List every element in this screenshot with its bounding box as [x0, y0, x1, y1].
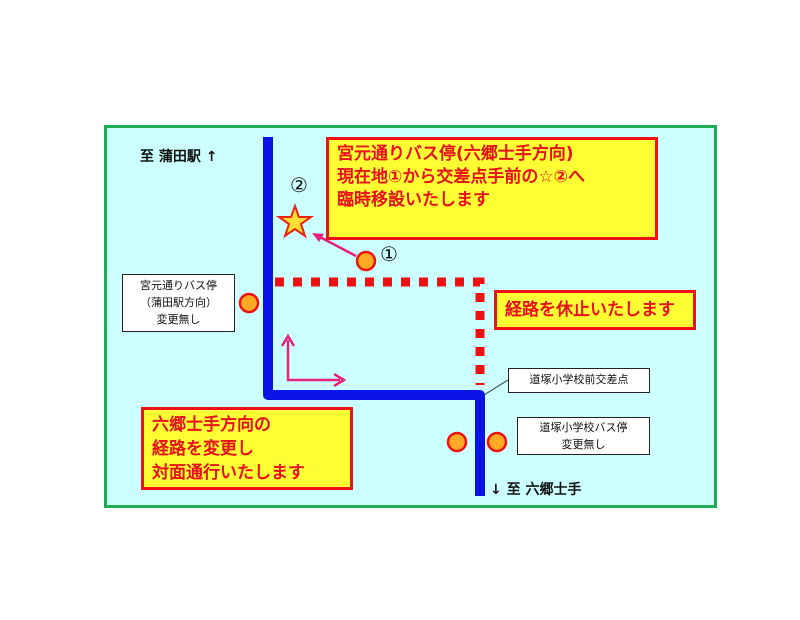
bus-route-road [263, 137, 485, 496]
label-line: 変更無し [156, 313, 201, 326]
notice-line: 経路を変更し [152, 439, 254, 459]
marker-new: ② [290, 173, 308, 197]
star-icon [275, 203, 315, 239]
notice-line: 宮元通りバス停(六郷士手方向) [337, 144, 574, 164]
destination-north: 至 蒲田駅 ↑ [140, 149, 218, 165]
intersection-label: 道塚小学校前交差点 [508, 368, 650, 393]
bus-stop-michizuka-east [486, 431, 508, 453]
marker-current: ① [380, 242, 398, 266]
michizuka-stop-label: 道塚小学校バス停 変更無し [517, 417, 650, 455]
miyamoto-stop-label: 宮元通りバス停 （蒲田駅方向） 変更無し [122, 274, 235, 332]
two-way-arrow-head-right [333, 372, 347, 388]
notice-line: 臨時移設いたします [337, 190, 490, 210]
label-line: 変更無し [561, 438, 606, 451]
intersection-leader-line [483, 379, 509, 396]
bus-stop-miyamoto [238, 292, 260, 314]
notice-line: 六郷士手方向の [152, 415, 271, 435]
reroute-notice: 六郷士手方向の 経路を変更し 対面通行いたします [141, 407, 353, 490]
label-line: 道塚小学校バス停 [539, 421, 628, 434]
bus-stop-michizuka-west [446, 431, 468, 453]
suspended-notice: 経路を休止いたします [494, 290, 696, 330]
suspended-route [275, 277, 485, 385]
notice-line: 対面通行いたします [152, 463, 305, 483]
label-line: 宮元通りバス停 [140, 279, 217, 292]
relocation-notice: 宮元通りバス停(六郷士手方向) 現在地①から交差点手前の☆②へ 臨時移設いたしま… [326, 137, 658, 240]
relocation-arrow-head [312, 233, 324, 242]
relocation-arrow [317, 234, 357, 258]
label-line: （蒲田駅方向） [140, 296, 217, 309]
bus-stop-current [355, 250, 377, 272]
destination-south: ↓ 至 六郷士手 [490, 482, 582, 498]
notice-line: 現在地①から交差点手前の☆②へ [337, 167, 586, 187]
two-way-arrow-head-up [280, 333, 296, 347]
two-way-arrow [286, 340, 340, 382]
